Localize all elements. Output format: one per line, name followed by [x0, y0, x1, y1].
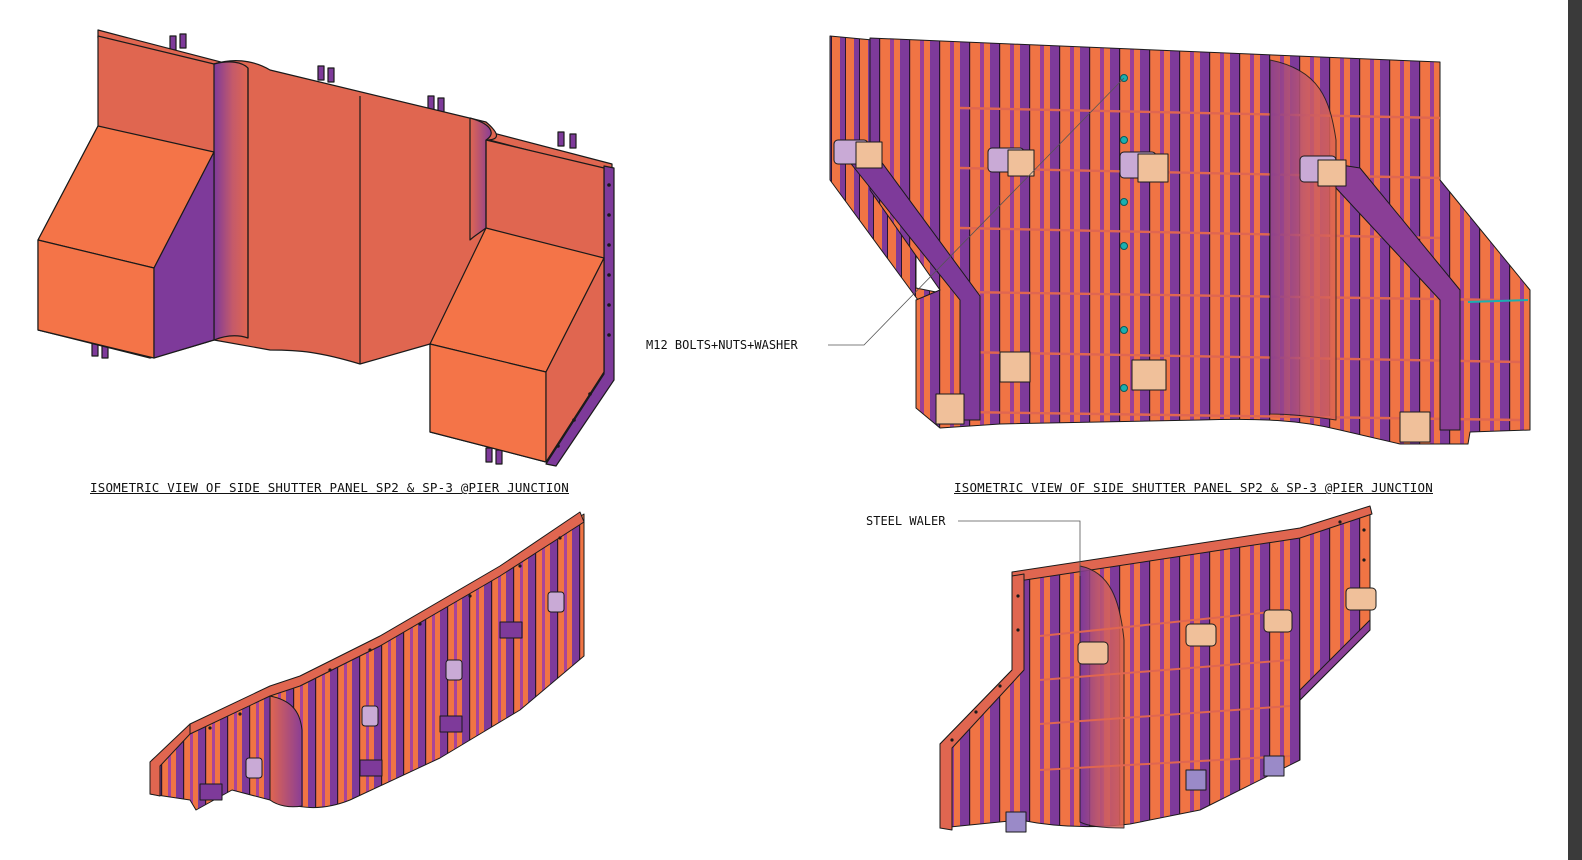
window-edge-bar: [1568, 0, 1582, 860]
horizontal-stiffeners: [959, 106, 1521, 422]
teal-edge: [1467, 299, 1529, 303]
bl-left-flange: [149, 723, 191, 797]
bracket-plates: [855, 141, 1347, 187]
panel-view-bottom-left: [149, 511, 585, 811]
br-right-diagonal: [1299, 619, 1371, 701]
br-plates: [1005, 755, 1285, 833]
br-brackets: [1077, 587, 1377, 665]
ribbed-body: [869, 37, 1531, 445]
curved-center: [1269, 59, 1337, 421]
left-box-side: [153, 151, 215, 359]
br-curve: [1079, 565, 1125, 829]
callout-waler-label: STEEL WALER: [866, 514, 946, 528]
caption-top-right: ISOMETRIC VIEW OF SIDE SHUTTER PANEL SP2…: [954, 480, 1433, 495]
br-left-flange: [939, 573, 1025, 831]
callout-bolts-label: M12 BOLTS+NUTS+WASHER: [646, 338, 798, 352]
bolt-heads: [1120, 74, 1128, 392]
bl-curve: [269, 695, 303, 808]
waler-callout: [958, 520, 1081, 576]
right-box-side: [545, 257, 605, 463]
edge-holes: [556, 183, 611, 448]
bolts-callout: [828, 77, 1125, 346]
curve-left: [213, 61, 249, 341]
caption-top-left: ISOMETRIC VIEW OF SIDE SHUTTER PANEL SP2…: [90, 480, 569, 495]
base-plates: [935, 351, 1431, 443]
bl-brackets: [245, 591, 565, 779]
right-edge: [545, 165, 615, 467]
panel-view-bottom-right: [939, 505, 1377, 833]
panel-view-top-left: [37, 29, 615, 467]
right-diagonal-frame: [1309, 159, 1461, 431]
top-tabs: [169, 33, 577, 149]
br-holes: [950, 520, 1366, 742]
bl-holes: [208, 536, 562, 730]
br-stiffeners: [1039, 609, 1291, 771]
panel-view-top-right: [829, 35, 1531, 445]
bl-plates: [199, 621, 523, 801]
